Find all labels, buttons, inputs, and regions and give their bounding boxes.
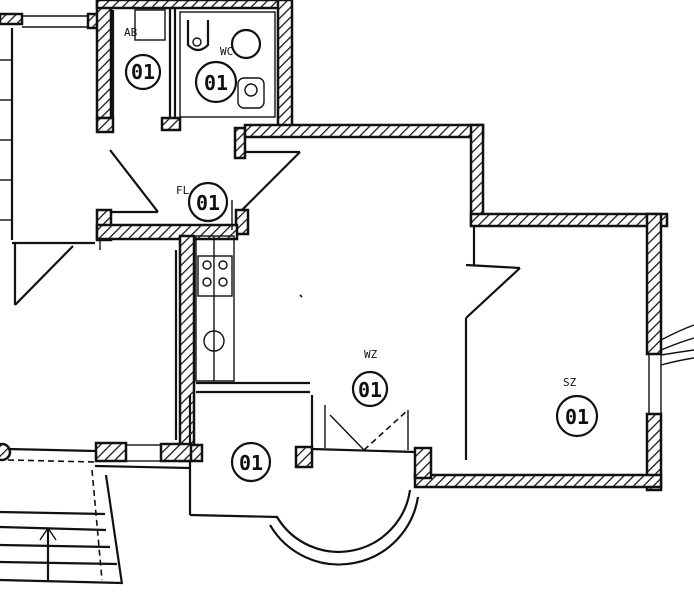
room-bedroom: SZ 01 bbox=[413, 212, 694, 492]
room-number-fl: 01 bbox=[196, 191, 220, 215]
room-living: WZ 01 bbox=[294, 123, 669, 469]
drain-icon bbox=[244, 83, 258, 97]
room-code-wz: WZ bbox=[364, 348, 378, 361]
sink-icon bbox=[230, 28, 262, 60]
kitchen-strip bbox=[178, 234, 310, 458]
room-number-ab: 01 bbox=[131, 60, 155, 84]
sink-icon bbox=[203, 330, 225, 352]
room-hallway: FL 01 bbox=[95, 116, 485, 241]
stove-icon bbox=[197, 255, 233, 297]
room-tag-ab bbox=[124, 53, 162, 91]
room-ab: AB 01 bbox=[95, 0, 294, 130]
room-tag-sz bbox=[555, 394, 599, 438]
room-code-sz: SZ bbox=[563, 376, 577, 389]
room-code-ab: AB bbox=[124, 26, 138, 39]
room-wc: WC 01 bbox=[179, 11, 276, 118]
curved-wall bbox=[269, 496, 420, 566]
room-number-wc: 01 bbox=[204, 71, 228, 95]
stairwell-left bbox=[0, 12, 112, 306]
room-code-fl: FL bbox=[176, 184, 190, 197]
room-tag-fl bbox=[187, 181, 229, 223]
wall bbox=[95, 0, 113, 120]
room-vestibule: 01 bbox=[178, 395, 420, 566]
room-tag-vestibule bbox=[230, 441, 272, 483]
room-number-wz: 01 bbox=[358, 378, 382, 402]
room-code-wc: WC bbox=[220, 45, 233, 58]
room-tag-wc bbox=[194, 60, 238, 104]
entrance-steps bbox=[0, 441, 193, 585]
room-tag-wz bbox=[351, 370, 389, 408]
room-number-sz: 01 bbox=[565, 405, 589, 429]
room-number-vestibule: 01 bbox=[239, 451, 263, 475]
toilet-icon bbox=[186, 20, 210, 52]
